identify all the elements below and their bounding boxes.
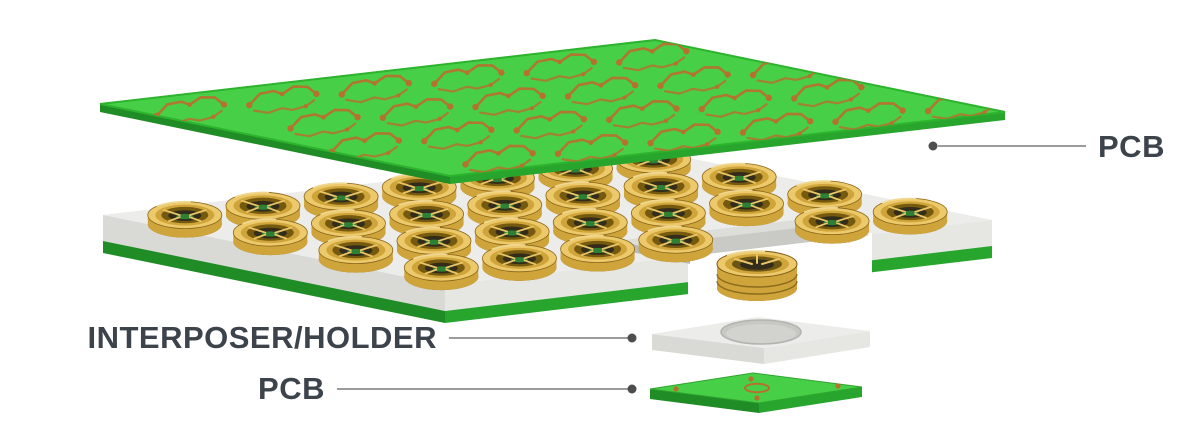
gold-connector	[403, 253, 480, 292]
interposer-green-edge-left	[103, 241, 445, 323]
holder-piece	[652, 317, 870, 364]
gold-connector	[794, 206, 870, 245]
bottom-pcb-pad	[754, 395, 760, 401]
exploded-stack	[649, 250, 870, 413]
interposer-side-left	[103, 215, 445, 311]
gold-connector	[146, 200, 223, 239]
top-pcb-side-left	[100, 104, 450, 184]
gold-connector	[232, 218, 309, 257]
holder-piece-side-right	[764, 331, 870, 364]
holder-piece-side-left	[652, 334, 764, 364]
leader-interposer-holder	[449, 333, 637, 343]
bottom-pcb-pad	[748, 376, 754, 382]
top-pcb-side-right	[450, 112, 1005, 184]
bottom-pcb-pad	[835, 383, 841, 389]
bottom-pcb-side-right	[759, 387, 862, 413]
gold-connector	[481, 243, 558, 282]
label-pcb-top: PCB	[1098, 129, 1165, 164]
leader-dot-pcb-top	[928, 141, 938, 151]
leader-dot-pcb-bottom	[627, 384, 637, 394]
gold-connector	[708, 189, 785, 228]
bottom-pcb-center-pad	[744, 382, 770, 394]
gold-connector	[559, 234, 636, 273]
bottom-pcb-pad	[673, 386, 679, 392]
label-pcb-bottom: PCB	[258, 371, 325, 406]
leader-dot-interposer	[627, 333, 637, 343]
exploded-gold-connector	[716, 250, 798, 302]
top-pcb	[99, 38, 1006, 184]
label-interposer-holder: INTERPOSER/HOLDER	[87, 320, 437, 355]
gold-connector	[872, 197, 949, 236]
bottom-pcb	[649, 372, 863, 413]
holder-piece-hole-floor	[726, 324, 796, 343]
bottom-pcb-side-left	[650, 389, 759, 413]
annotations: PCB INTERPOSER/HOLDER PCB	[87, 129, 1164, 406]
gold-connector	[637, 225, 714, 264]
gold-connector	[317, 235, 394, 274]
leader-pcb-bottom	[337, 384, 637, 394]
leader-pcb-top	[928, 141, 1086, 151]
bottom-pcb-top-face	[649, 372, 863, 404]
